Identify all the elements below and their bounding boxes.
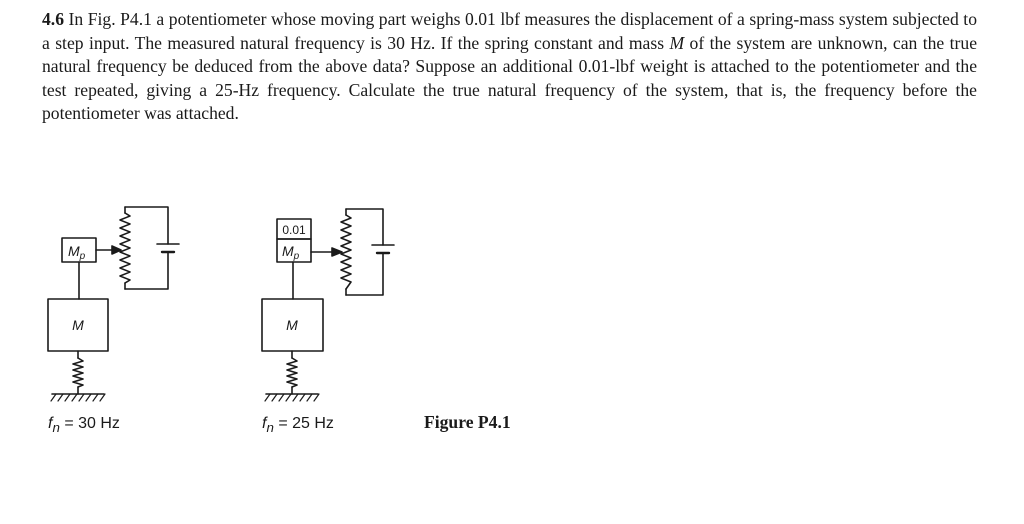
- mass-symbol: M: [669, 32, 685, 53]
- problem-text-part-a: In Fig. P4.1 a potentiometer whose movin…: [42, 9, 977, 53]
- problem-statement: 4.6 In Fig. P4.1 a potentiometer whose m…: [42, 8, 977, 126]
- right-circuit-bottom-wire: [345, 252, 384, 296]
- left-resistor: [119, 212, 131, 284]
- left-circuit-top-wire: [124, 206, 169, 245]
- right-freq-symbol: f: [262, 415, 267, 432]
- left-wiper-arrow: [111, 245, 122, 255]
- left-circuit-bottom-wire: [124, 251, 169, 290]
- left-pot-mass-label: Mp: [68, 243, 86, 262]
- left-spring: [72, 357, 84, 388]
- extra-weight-label: 0.01: [282, 223, 306, 237]
- left-system: Mp M: [47, 206, 180, 402]
- right-frequency-caption: fn = 25 Hz: [262, 415, 334, 435]
- problem-number: 4.6: [42, 9, 64, 29]
- right-system: 0.01 Mp M: [261, 208, 395, 402]
- left-freq-value: = 30 Hz: [64, 415, 120, 432]
- right-resistor: [340, 214, 352, 290]
- left-ground-hatch: [50, 393, 106, 402]
- right-pot-mass-label: Mp: [282, 243, 300, 262]
- right-pot-mass-box: [276, 238, 312, 263]
- left-mass-label: M: [72, 317, 84, 333]
- right-wiper-arrow: [331, 247, 343, 257]
- figure-title: Figure P4.1: [424, 412, 511, 432]
- right-freq-value: = 25 Hz: [278, 415, 334, 432]
- left-frequency-caption: fn = 30 Hz: [48, 415, 120, 435]
- right-freq-sub: n: [266, 420, 274, 436]
- left-freq-symbol: f: [48, 415, 53, 432]
- right-circuit-top-wire: [345, 208, 384, 246]
- right-ground-hatch: [264, 393, 320, 402]
- problem-text-part-b: of the system are unknown, can the true …: [42, 32, 977, 124]
- left-freq-sub: n: [52, 420, 60, 436]
- right-mass-label: M: [286, 317, 298, 333]
- right-spring: [286, 357, 298, 388]
